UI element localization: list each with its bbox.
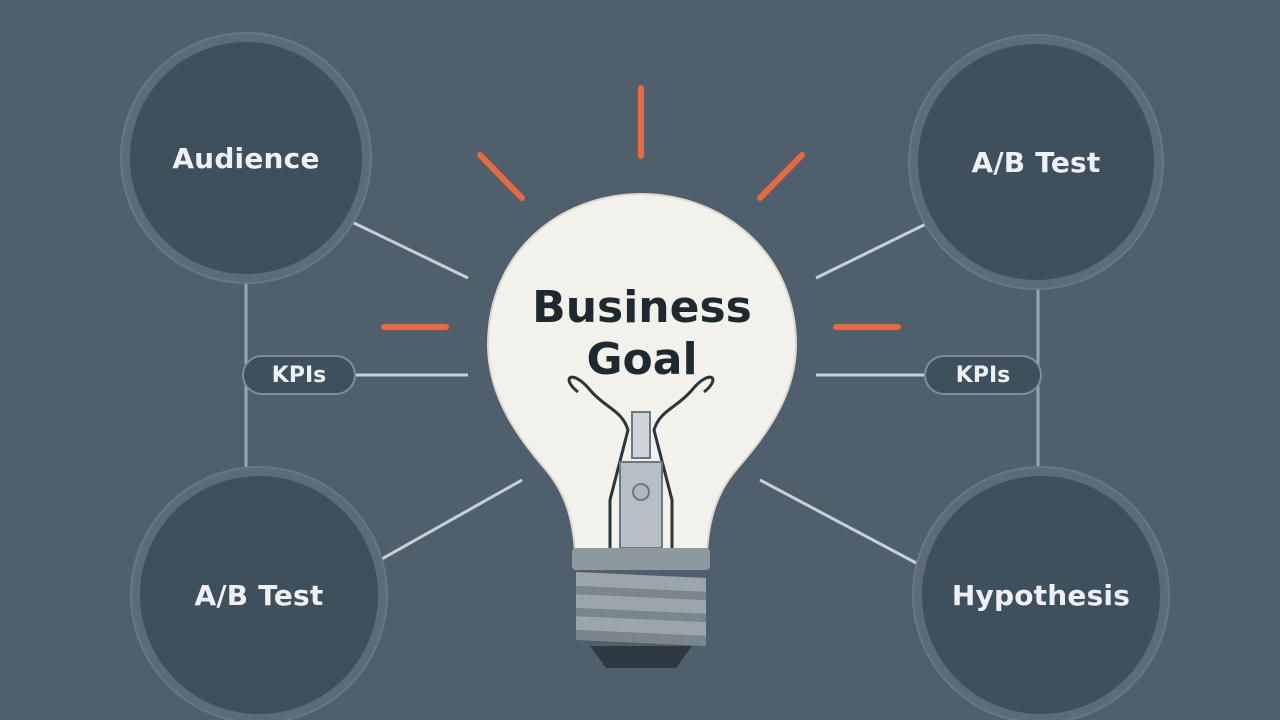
connector-bottom-left [379, 478, 523, 562]
node-hypothesis-label: Hypothesis [951, 578, 1131, 612]
bulb-tip [590, 646, 692, 668]
ray-top-right [757, 152, 805, 201]
pill-kpis-right: KPIs [924, 355, 1042, 395]
lightbulb-icon [486, 192, 798, 668]
center-title-line2: Goal [586, 334, 698, 385]
pill-kpis-right-label: KPIs [955, 362, 1011, 388]
node-ab-test-bottom: A/B Test [140, 476, 378, 714]
pill-kpis-left-label: KPIs [271, 362, 327, 388]
node-ab-test-top: A/B Test [918, 44, 1154, 280]
light-rays [381, 85, 901, 330]
node-ab-test-top-label: A/B Test [971, 145, 1101, 179]
bulb-collar [572, 548, 710, 570]
node-ab-test-bottom-label: A/B Test [194, 578, 324, 612]
center-title-line1: Business [532, 282, 752, 333]
ray-top-left [477, 152, 525, 201]
node-hypothesis: Hypothesis [922, 476, 1160, 714]
pill-kpis-left: KPIs [242, 355, 356, 395]
connector-bottom-right [759, 478, 921, 567]
connector-top-right [815, 220, 931, 280]
node-audience-label: Audience [172, 141, 320, 175]
connector-top-left [351, 220, 469, 280]
node-audience: Audience [130, 42, 362, 274]
